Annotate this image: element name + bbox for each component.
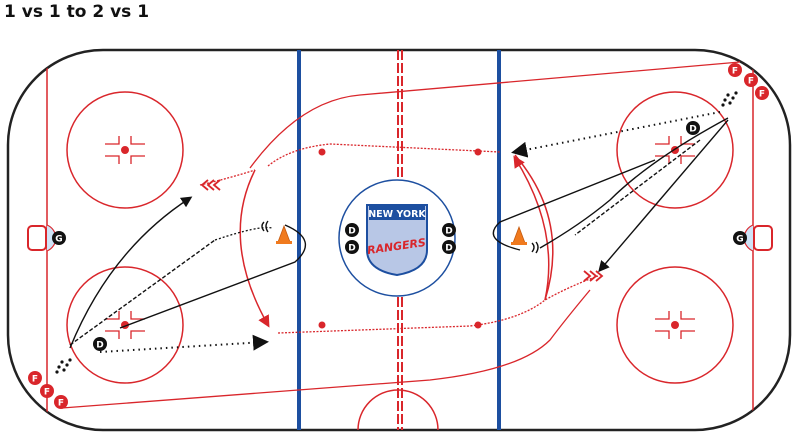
defense-center-left-top: D [345,223,359,237]
skate-line-2b [214,226,273,241]
goal-net-left [27,224,57,252]
skate-wave-top [267,143,501,167]
svg-text:D: D [348,244,355,254]
red-route-right [514,154,554,301]
goal-net-icon [753,225,773,251]
skate-line-3 [119,224,307,329]
defense-center-right-top: D [442,223,456,237]
svg-text:D: D [445,244,452,254]
referee-crease [357,389,439,430]
goal-net-icon [27,225,47,251]
svg-text:D: D [445,227,452,237]
skate-wave-bottom [277,275,599,334]
red-chevrons-right [583,270,604,282]
red-chevrons-left [200,179,221,191]
red-route-right-arrow [513,155,550,301]
svg-text:F: F [748,77,754,87]
skate-line-6 [598,119,729,273]
red-long-bottom [61,289,591,409]
svg-text:F: F [759,90,765,100]
neutral-dot-tr [474,148,482,156]
team-logo-icon: NEW YORK RANGERS [366,204,428,277]
forward-bl-1: F [28,371,42,385]
svg-text:F: F [58,399,64,409]
faceoff-circle-bottom-left [66,266,184,384]
faceoff-circle-top-left [66,91,184,209]
puck-pile-icon [55,358,72,374]
defense-left-corner: D [93,337,107,351]
cone-icon [276,224,292,244]
defense-center-left-bottom: D [345,240,359,254]
red-route-left [239,169,270,328]
defense-right-corner: D [686,121,700,135]
svg-text:G: G [55,235,62,245]
logo-line-1: NEW YORK [368,209,426,220]
cone-icon [511,225,527,245]
forward-tr-3: F [755,86,769,100]
svg-text:F: F [732,67,738,77]
svg-text:G: G [736,235,743,245]
svg-text:F: F [44,388,50,398]
skate-wave-top-left [199,169,256,186]
defense-center-right-bottom: D [442,240,456,254]
red-long-top [249,61,741,169]
forward-bl-2: F [40,384,54,398]
forward-tr-1: F [728,63,742,77]
faceoff-circle-bottom-right [616,266,734,384]
blue-line-left [297,50,301,430]
skate-line-1 [69,196,193,349]
goal-net-right [743,224,773,252]
forward-tr-2: F [744,73,758,87]
svg-text:D: D [96,341,103,351]
stop-mark-icon [531,241,539,254]
skate-line-4 [539,117,729,249]
drill-title: 1 vs 1 to 2 vs 1 [4,2,150,22]
svg-text:D: D [689,125,696,135]
forward-bl-3: F [54,395,68,409]
neutral-dot-bl [318,321,326,329]
svg-text:F: F [32,375,38,385]
skate-line-5 [492,159,656,251]
blue-line-right [497,50,501,430]
skate-line-7 [574,139,701,236]
svg-text:D: D [348,227,355,237]
stop-mark-icon [261,220,269,233]
puck-pile-icon [721,91,738,107]
goalie-right: G [733,231,747,245]
goalie-left: G [52,231,66,245]
neutral-dot-tl [318,148,326,156]
pass-line-left [99,334,269,353]
